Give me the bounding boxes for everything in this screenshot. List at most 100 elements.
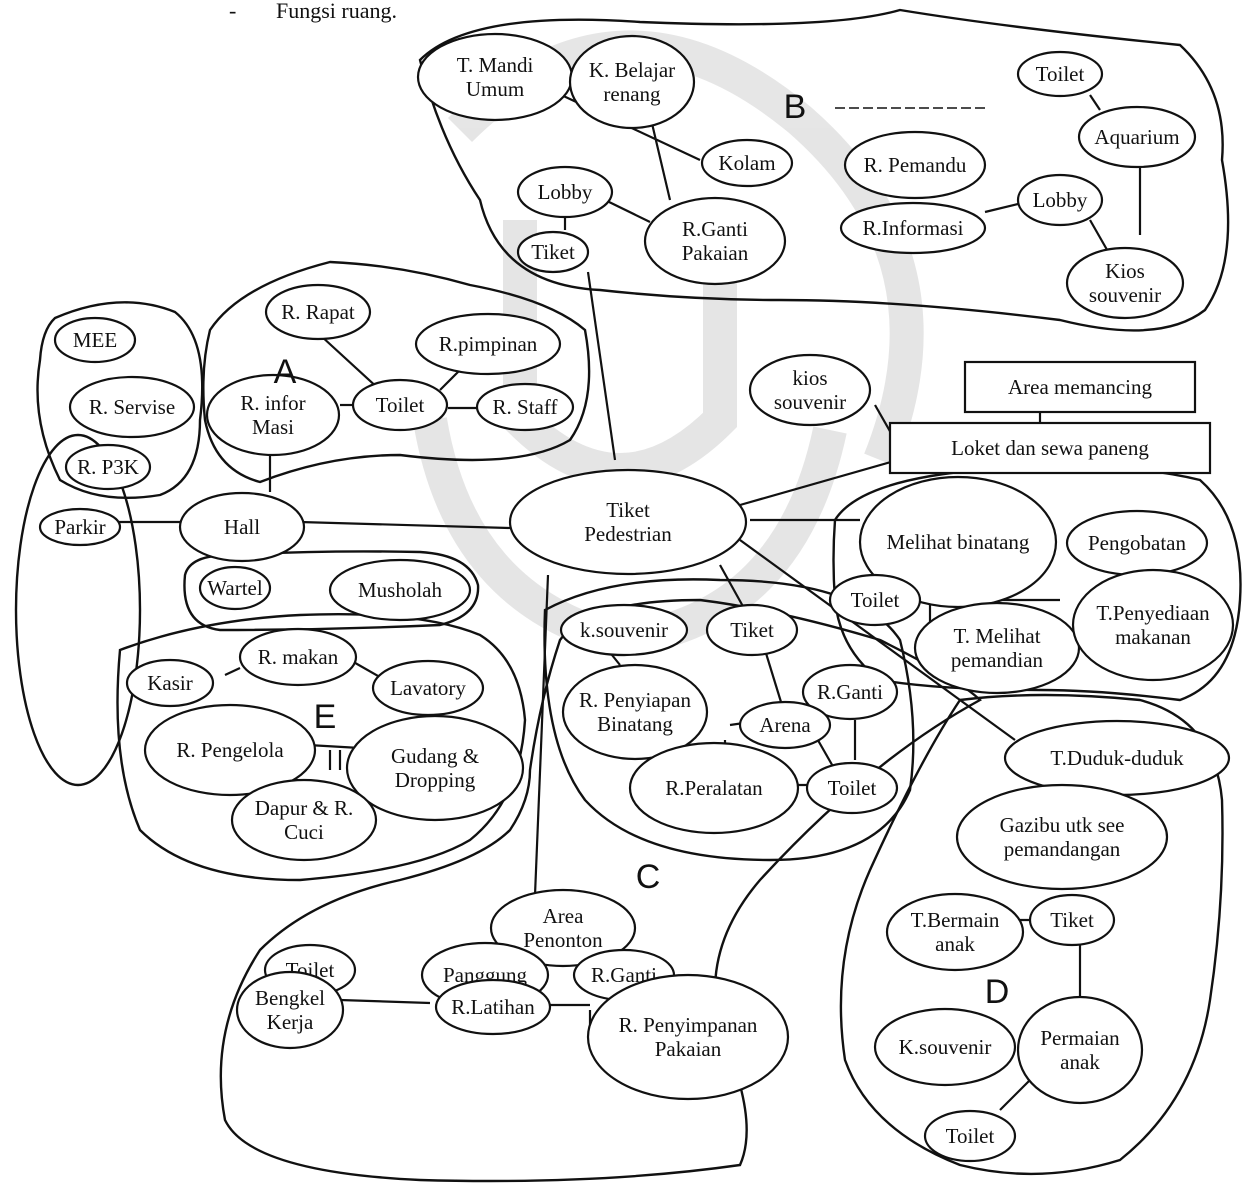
node-label: T.Duduk-duduk xyxy=(1050,746,1184,770)
node-label: R. Penyimpanan xyxy=(619,1013,758,1037)
node-label: R. Pemandu xyxy=(864,153,967,177)
node-ellipse xyxy=(125,658,215,708)
node-label: Wartel xyxy=(207,576,263,600)
node-label: K.souvenir xyxy=(899,1035,992,1059)
node-r-ganti-c: R.Ganti xyxy=(801,663,899,721)
zone-letter-d: D xyxy=(985,973,1010,1011)
node-label: makanan xyxy=(1115,625,1191,649)
zone-outline-d xyxy=(839,693,1224,1176)
zone-letter-e: E xyxy=(314,698,337,736)
node-toilet-c: Toilet xyxy=(805,761,899,815)
node-label: Umum xyxy=(466,77,524,101)
node-r-informasi-b: R.Informasi xyxy=(839,201,987,255)
node-pengobatan: Pengobatan xyxy=(1065,509,1209,577)
node-label: R.Ganti xyxy=(682,217,748,241)
node-label: pemandangan xyxy=(1004,837,1121,861)
zone-outline-a xyxy=(202,260,591,484)
node-label: Kasir xyxy=(147,671,193,695)
node-label: anak xyxy=(935,932,975,956)
node-k-souvenir-c: k.souvenir xyxy=(559,603,689,657)
node-label: Kolam xyxy=(718,151,775,175)
node-label: Toilet xyxy=(946,1124,995,1148)
node-label: Musholah xyxy=(358,578,443,602)
node-t-duduk-duduk: T.Duduk-duduk xyxy=(1003,719,1231,797)
node-label: T.Bermain xyxy=(911,908,1000,932)
node-ellipse xyxy=(434,978,552,1036)
node-box xyxy=(888,421,1212,475)
node-ellipse xyxy=(748,353,872,427)
node-label: Loket dan sewa paneng xyxy=(951,436,1149,460)
node-label: Bengkel xyxy=(255,986,325,1010)
node-label: k.souvenir xyxy=(580,618,668,642)
node-area-memancing: Area memancing xyxy=(963,360,1197,414)
zone-outline-service xyxy=(36,301,204,500)
node-ellipse xyxy=(53,316,137,364)
node-gudang-dropping: Gudang &Dropping xyxy=(345,714,525,822)
node-ellipse xyxy=(238,627,358,687)
node-label: R.Ganti xyxy=(817,680,883,704)
node-label: R. Pengelola xyxy=(176,738,284,762)
node-ellipse xyxy=(475,382,575,432)
node-tiket-d: Tiket xyxy=(1028,893,1116,947)
node-arena: Arena xyxy=(738,700,832,750)
node-label: T.Penyediaan xyxy=(1096,601,1210,625)
node-wartel: Wartel xyxy=(198,565,272,611)
node-r-pengelola: R. Pengelola xyxy=(143,703,317,797)
node-label: R. infor xyxy=(240,391,305,415)
node-label: Tiket xyxy=(606,498,650,522)
node-label: Parkir xyxy=(54,515,105,539)
node-loket-sewa-pancing: Loket dan sewa paneng xyxy=(888,421,1212,475)
node-ellipse xyxy=(143,703,317,797)
node-r-p3k: R. P3K xyxy=(64,443,152,491)
node-ellipse xyxy=(1016,173,1104,227)
node-ellipse xyxy=(628,741,800,835)
node-kasir: Kasir xyxy=(125,658,215,708)
node-r-pimpinan: R.pimpinan xyxy=(414,312,562,376)
node-r-pemandu: R. Pemandu xyxy=(843,130,987,200)
node-r-servise: R. Servise xyxy=(68,375,196,439)
node-label: Tiket xyxy=(730,618,774,642)
node-lobby-b2: Lobby xyxy=(1016,173,1104,227)
node-ellipse xyxy=(586,973,790,1101)
node-label: R.pimpinan xyxy=(439,332,538,356)
node-label: Pakaian xyxy=(655,1037,722,1061)
node-label: Cuci xyxy=(284,820,324,844)
node-label: Aquarium xyxy=(1094,125,1179,149)
node-ellipse xyxy=(178,491,306,563)
node-label: Melihat binatang xyxy=(887,530,1030,554)
node-ellipse xyxy=(805,761,899,815)
node-label: Kios xyxy=(1105,259,1145,283)
node-label: kios xyxy=(792,366,827,390)
node-ellipse xyxy=(1071,568,1235,682)
node-r-staff: R. Staff xyxy=(475,382,575,432)
node-label: R. makan xyxy=(258,645,339,669)
node-label: K. Belajar xyxy=(589,58,675,82)
header-title: Fungsi ruang. xyxy=(276,0,397,23)
node-label: R.Latihan xyxy=(451,995,535,1019)
node-box xyxy=(963,360,1197,414)
node-label: R. Staff xyxy=(493,395,558,419)
node-ellipse xyxy=(885,892,1025,972)
node-r-rapat: R. Rapat xyxy=(264,283,372,341)
zone-letter-b: B xyxy=(784,88,807,126)
node-ellipse xyxy=(64,443,152,491)
node-label: Kerja xyxy=(267,1010,314,1034)
header-bullet: - xyxy=(229,0,236,23)
node-ellipse xyxy=(371,659,485,717)
node-label: souvenir xyxy=(1089,283,1161,307)
node-lobby-b1: Lobby xyxy=(516,165,614,219)
node-ellipse xyxy=(1016,995,1144,1105)
node-label: Lavatory xyxy=(390,676,466,700)
